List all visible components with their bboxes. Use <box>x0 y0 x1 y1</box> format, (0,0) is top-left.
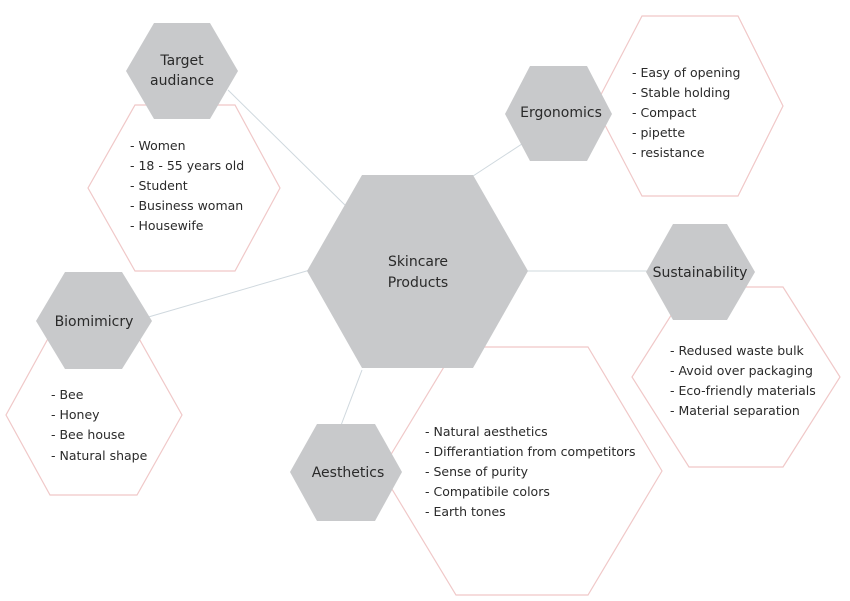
list-item: - Stable holding <box>632 85 730 100</box>
connector-target <box>227 89 351 211</box>
list-item: - Material separation <box>670 403 800 418</box>
list-item: - Redused waste bulk <box>670 343 805 358</box>
list-item: - Compatibile colors <box>425 484 550 499</box>
aesthetics-hexagon: Aesthetics <box>290 424 402 521</box>
aesthetics-title: Aesthetics <box>312 465 385 481</box>
sustainability-details-outline <box>631 286 841 468</box>
target-items: - Women - 18 - 55 years old - Student - … <box>130 138 244 233</box>
biomimicry-hexagon: Biomimicry <box>36 272 152 369</box>
list-item: - Women <box>130 138 186 153</box>
list-item: - Natural aesthetics <box>425 424 548 439</box>
target-title-line-1: Target <box>159 53 204 69</box>
connector-ergonomics <box>469 139 529 179</box>
center-title-line-1: Skincare <box>388 254 448 270</box>
list-item: - Bee <box>51 387 84 402</box>
list-item: - Sense of purity <box>425 464 529 479</box>
sustainability-hexagon: Sustainability <box>646 224 755 320</box>
list-item: - Eco-friendly materials <box>670 383 816 398</box>
center-title-line-2: Products <box>388 275 448 291</box>
list-item: - Easy of opening <box>632 65 740 80</box>
list-item: - Natural shape <box>51 448 148 463</box>
target-title-line-2: audiance <box>150 73 214 89</box>
ergonomics-title: Ergonomics <box>520 105 602 121</box>
target-details-outline <box>87 104 281 272</box>
list-item: - Compact <box>632 105 697 120</box>
ergonomics-hexagon: Ergonomics <box>505 66 612 161</box>
list-item: - Honey <box>51 407 100 422</box>
center-hexagon: Skincare Products <box>307 175 528 368</box>
list-item: - Earth tones <box>425 504 506 519</box>
biomimicry-items: - Bee - Honey - Bee house - Natural shap… <box>51 387 148 463</box>
list-item: - Business woman <box>130 198 243 213</box>
list-item: - Student <box>130 178 188 193</box>
connector-lines <box>144 89 650 429</box>
connector-aesthetics <box>339 369 363 429</box>
list-item: - 18 - 55 years old <box>130 158 244 173</box>
ergonomics-items: - Easy of opening - Stable holding - Com… <box>632 65 740 160</box>
list-item: - Bee house <box>51 427 125 442</box>
sustainability-title: Sustainability <box>653 265 748 281</box>
target-hexagon: Target audiance <box>126 23 238 119</box>
aesthetics-items: - Natural aesthetics - Differantiation f… <box>425 424 636 519</box>
connector-biomimicry <box>144 269 311 319</box>
list-item: - Housewife <box>130 218 204 233</box>
list-item: - resistance <box>632 145 705 160</box>
sustainability-items: - Redused waste bulk - Avoid over packag… <box>670 343 816 418</box>
list-item: - Avoid over packaging <box>670 363 813 378</box>
biomimicry-title: Biomimicry <box>55 314 134 330</box>
list-item: - Differantiation from competitors <box>425 444 636 459</box>
list-item: - pipette <box>632 125 685 140</box>
